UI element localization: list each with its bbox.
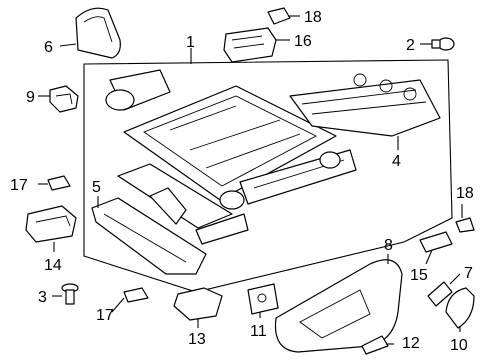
- part-11-switch: [247, 283, 279, 315]
- part-2-plug: [431, 37, 455, 51]
- part-6-cover: [75, 7, 121, 59]
- part-8-shield: [274, 259, 403, 353]
- callout-3: 3: [38, 289, 47, 306]
- callout-4: 4: [392, 153, 401, 170]
- part-5-rail: [91, 197, 207, 275]
- part-13-trim: [173, 287, 223, 321]
- callout-11: 11: [250, 323, 267, 340]
- callout-2: 2: [406, 37, 415, 54]
- part-7-handle: [427, 281, 453, 307]
- callout-9: 9: [26, 89, 35, 106]
- callout-8: 8: [384, 237, 393, 254]
- part-17-tab-bottom: [123, 287, 149, 303]
- assembly-frame: [83, 59, 453, 293]
- callout-16: 16: [294, 33, 312, 50]
- part-3-screw: [61, 283, 79, 305]
- callout-18-right: 18: [456, 185, 474, 202]
- part-18-clip-top: [267, 7, 291, 25]
- callout-18-top: 18: [304, 9, 322, 26]
- callout-5: 5: [92, 179, 101, 196]
- part-15-bracket: [419, 231, 453, 253]
- callout-17-left: 17: [10, 177, 28, 194]
- part-10-cover: [445, 287, 475, 329]
- part-9-clip: [49, 85, 79, 113]
- callout-17-bottom: 17: [96, 307, 114, 324]
- callout-10: 10: [450, 337, 468, 354]
- callout-14: 14: [44, 257, 62, 274]
- callout-6: 6: [44, 39, 53, 56]
- callout-13: 13: [188, 331, 206, 348]
- callout-1: 1: [186, 34, 195, 51]
- leader-lines: [38, 15, 463, 345]
- callout-7: 7: [464, 265, 473, 282]
- callout-12: 12: [402, 335, 420, 352]
- part-16-bracket: [223, 27, 277, 63]
- part-4-rail: [289, 73, 441, 137]
- part-17-tab-left: [47, 175, 71, 191]
- callout-15: 15: [410, 267, 428, 284]
- part-1-seat-frame: [105, 69, 357, 245]
- part-12-knob: [361, 335, 389, 355]
- part-18-clip-right: [455, 217, 475, 233]
- part-14-cover: [25, 205, 77, 243]
